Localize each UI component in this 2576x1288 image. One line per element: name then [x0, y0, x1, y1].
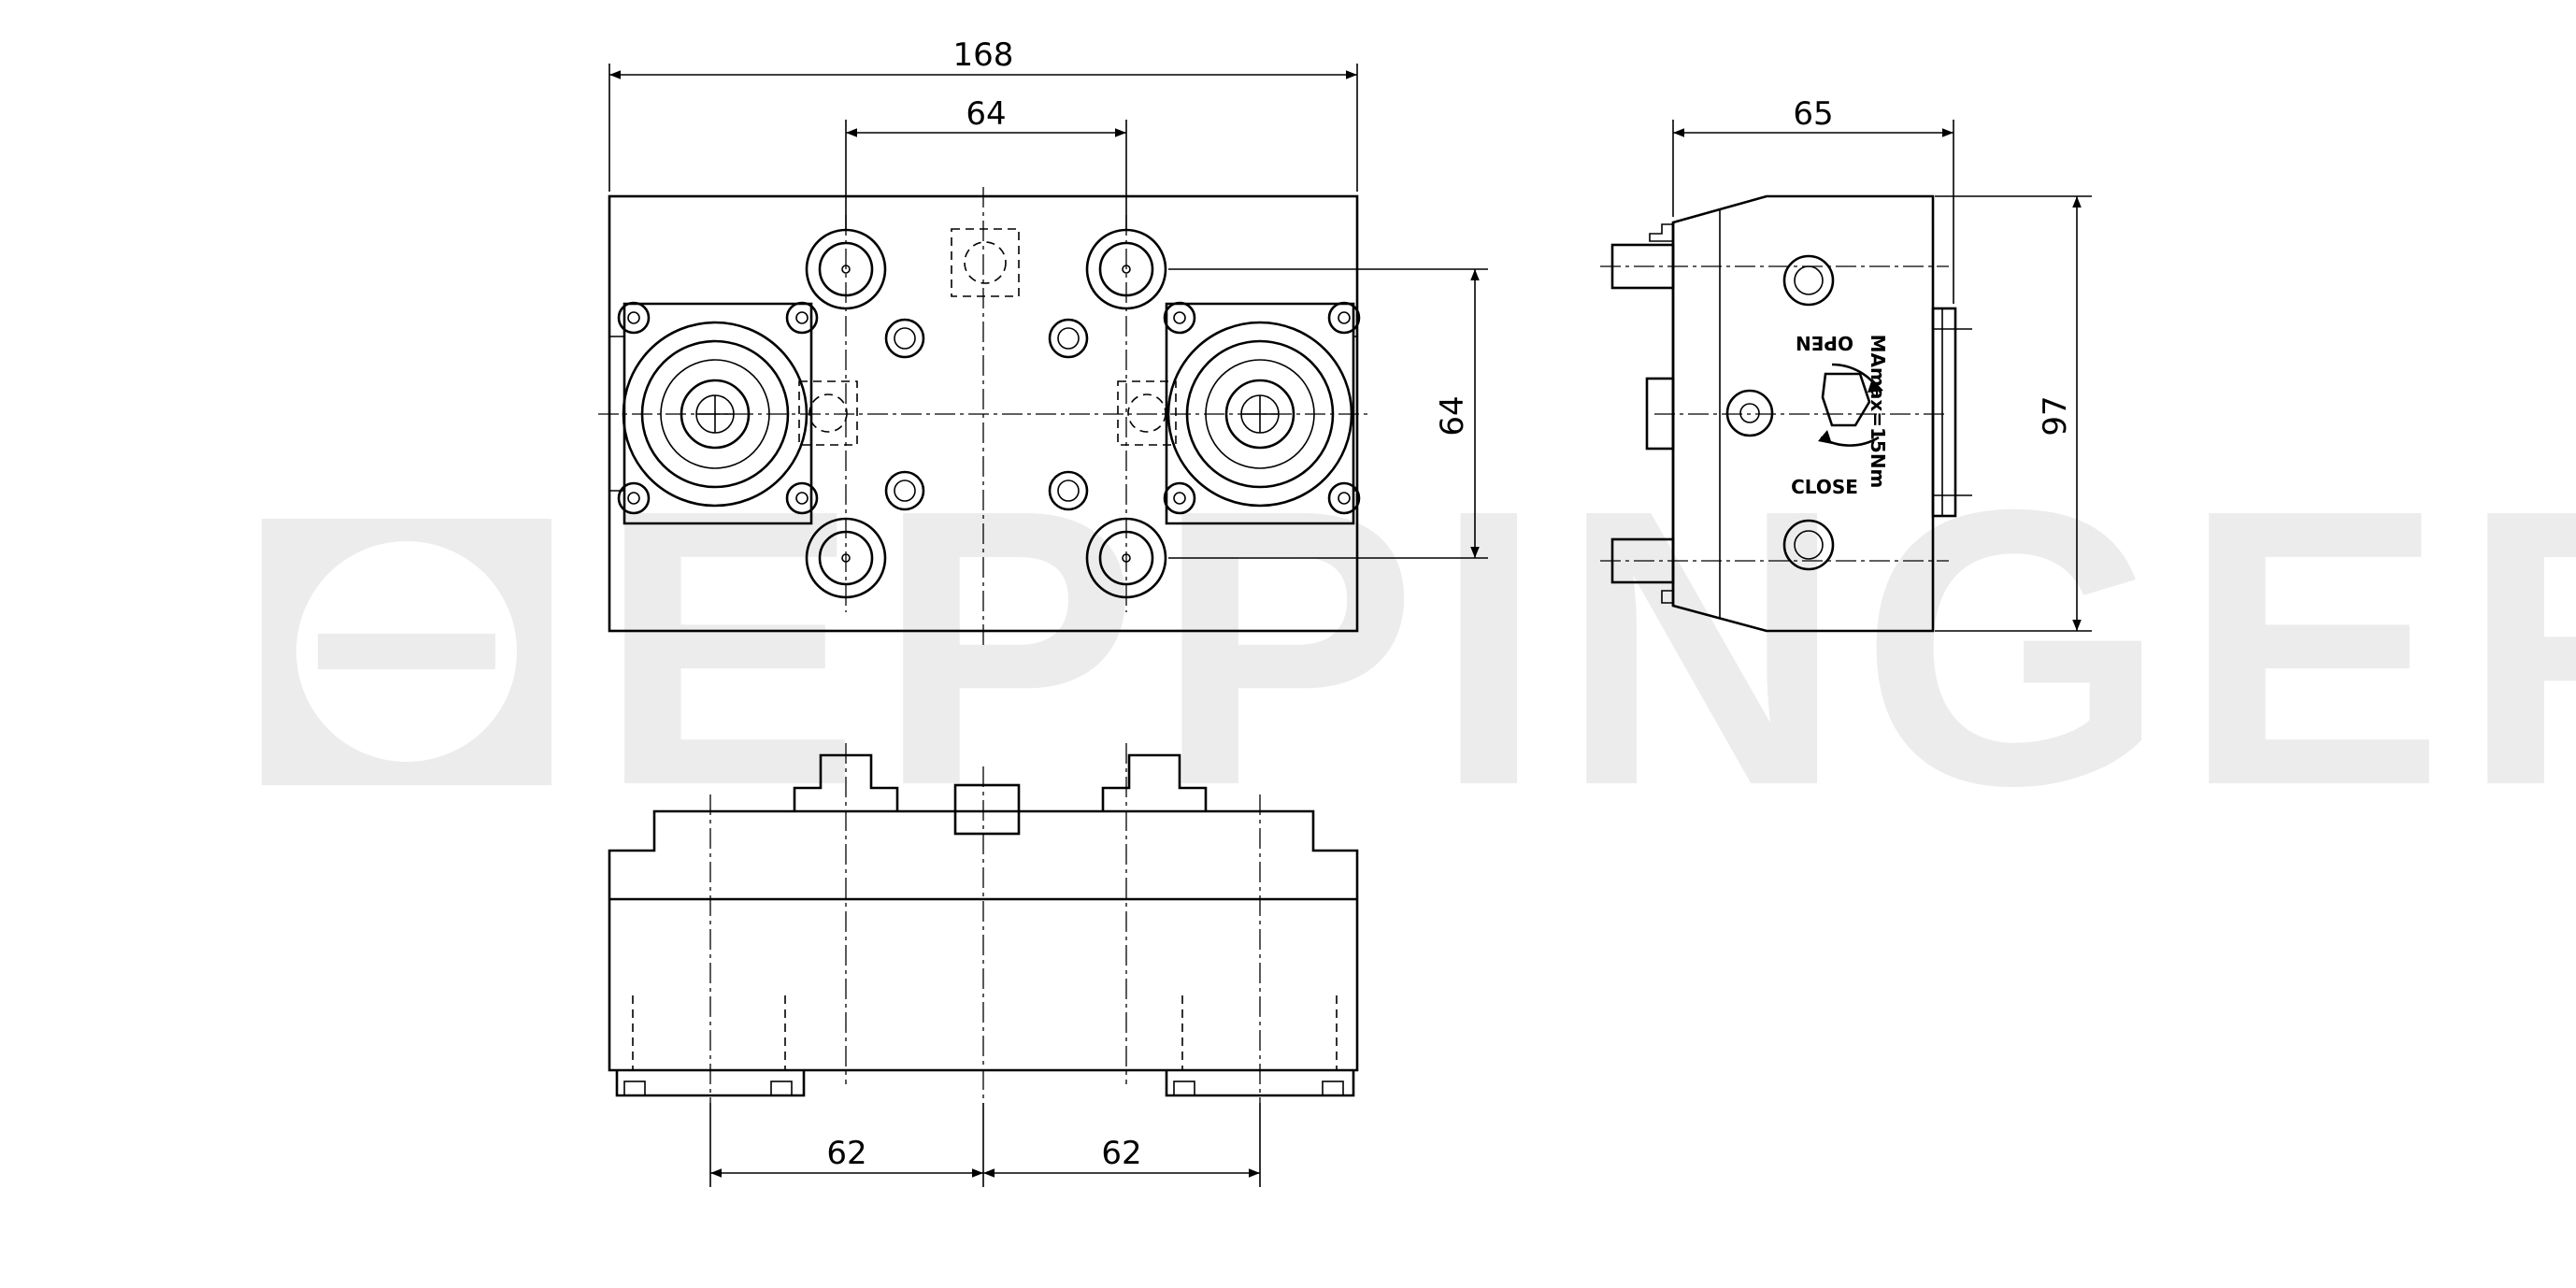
dim-left-62: 62 — [826, 1135, 866, 1172]
dim-right-62: 62 — [1101, 1135, 1141, 1172]
dim-vertical-64: 64 — [1434, 395, 1471, 436]
label-close: CLOSE — [1791, 476, 1858, 498]
front-view: 62 62 — [608, 743, 1359, 1187]
dim-height-97: 97 — [2037, 395, 2074, 436]
left-clamp-unit — [609, 301, 819, 525]
open-close-symbol — [1818, 363, 1883, 447]
small-screws — [884, 318, 1089, 511]
mounting-bolts — [805, 215, 1167, 612]
eppinger-watermark: EPPINGER — [262, 429, 2576, 867]
right-clamp-unit — [1163, 301, 1361, 525]
dim-bolt-spacing-64: 64 — [966, 95, 1006, 133]
front-view-body — [608, 809, 1359, 1072]
dim-depth-65: 65 — [1793, 95, 1833, 133]
top-view: 168 64 64 — [598, 36, 1488, 645]
label-open: OPEN — [1796, 332, 1853, 354]
label-torque: MAmax=15Nm — [1867, 335, 1889, 489]
watermark-text: EPPINGER — [598, 429, 2576, 867]
hidden-features — [798, 228, 1177, 446]
side-view: OPEN CLOSE MAmax=15Nm 65 97 — [1600, 95, 2092, 633]
dim-width-168: 168 — [953, 36, 1014, 74]
